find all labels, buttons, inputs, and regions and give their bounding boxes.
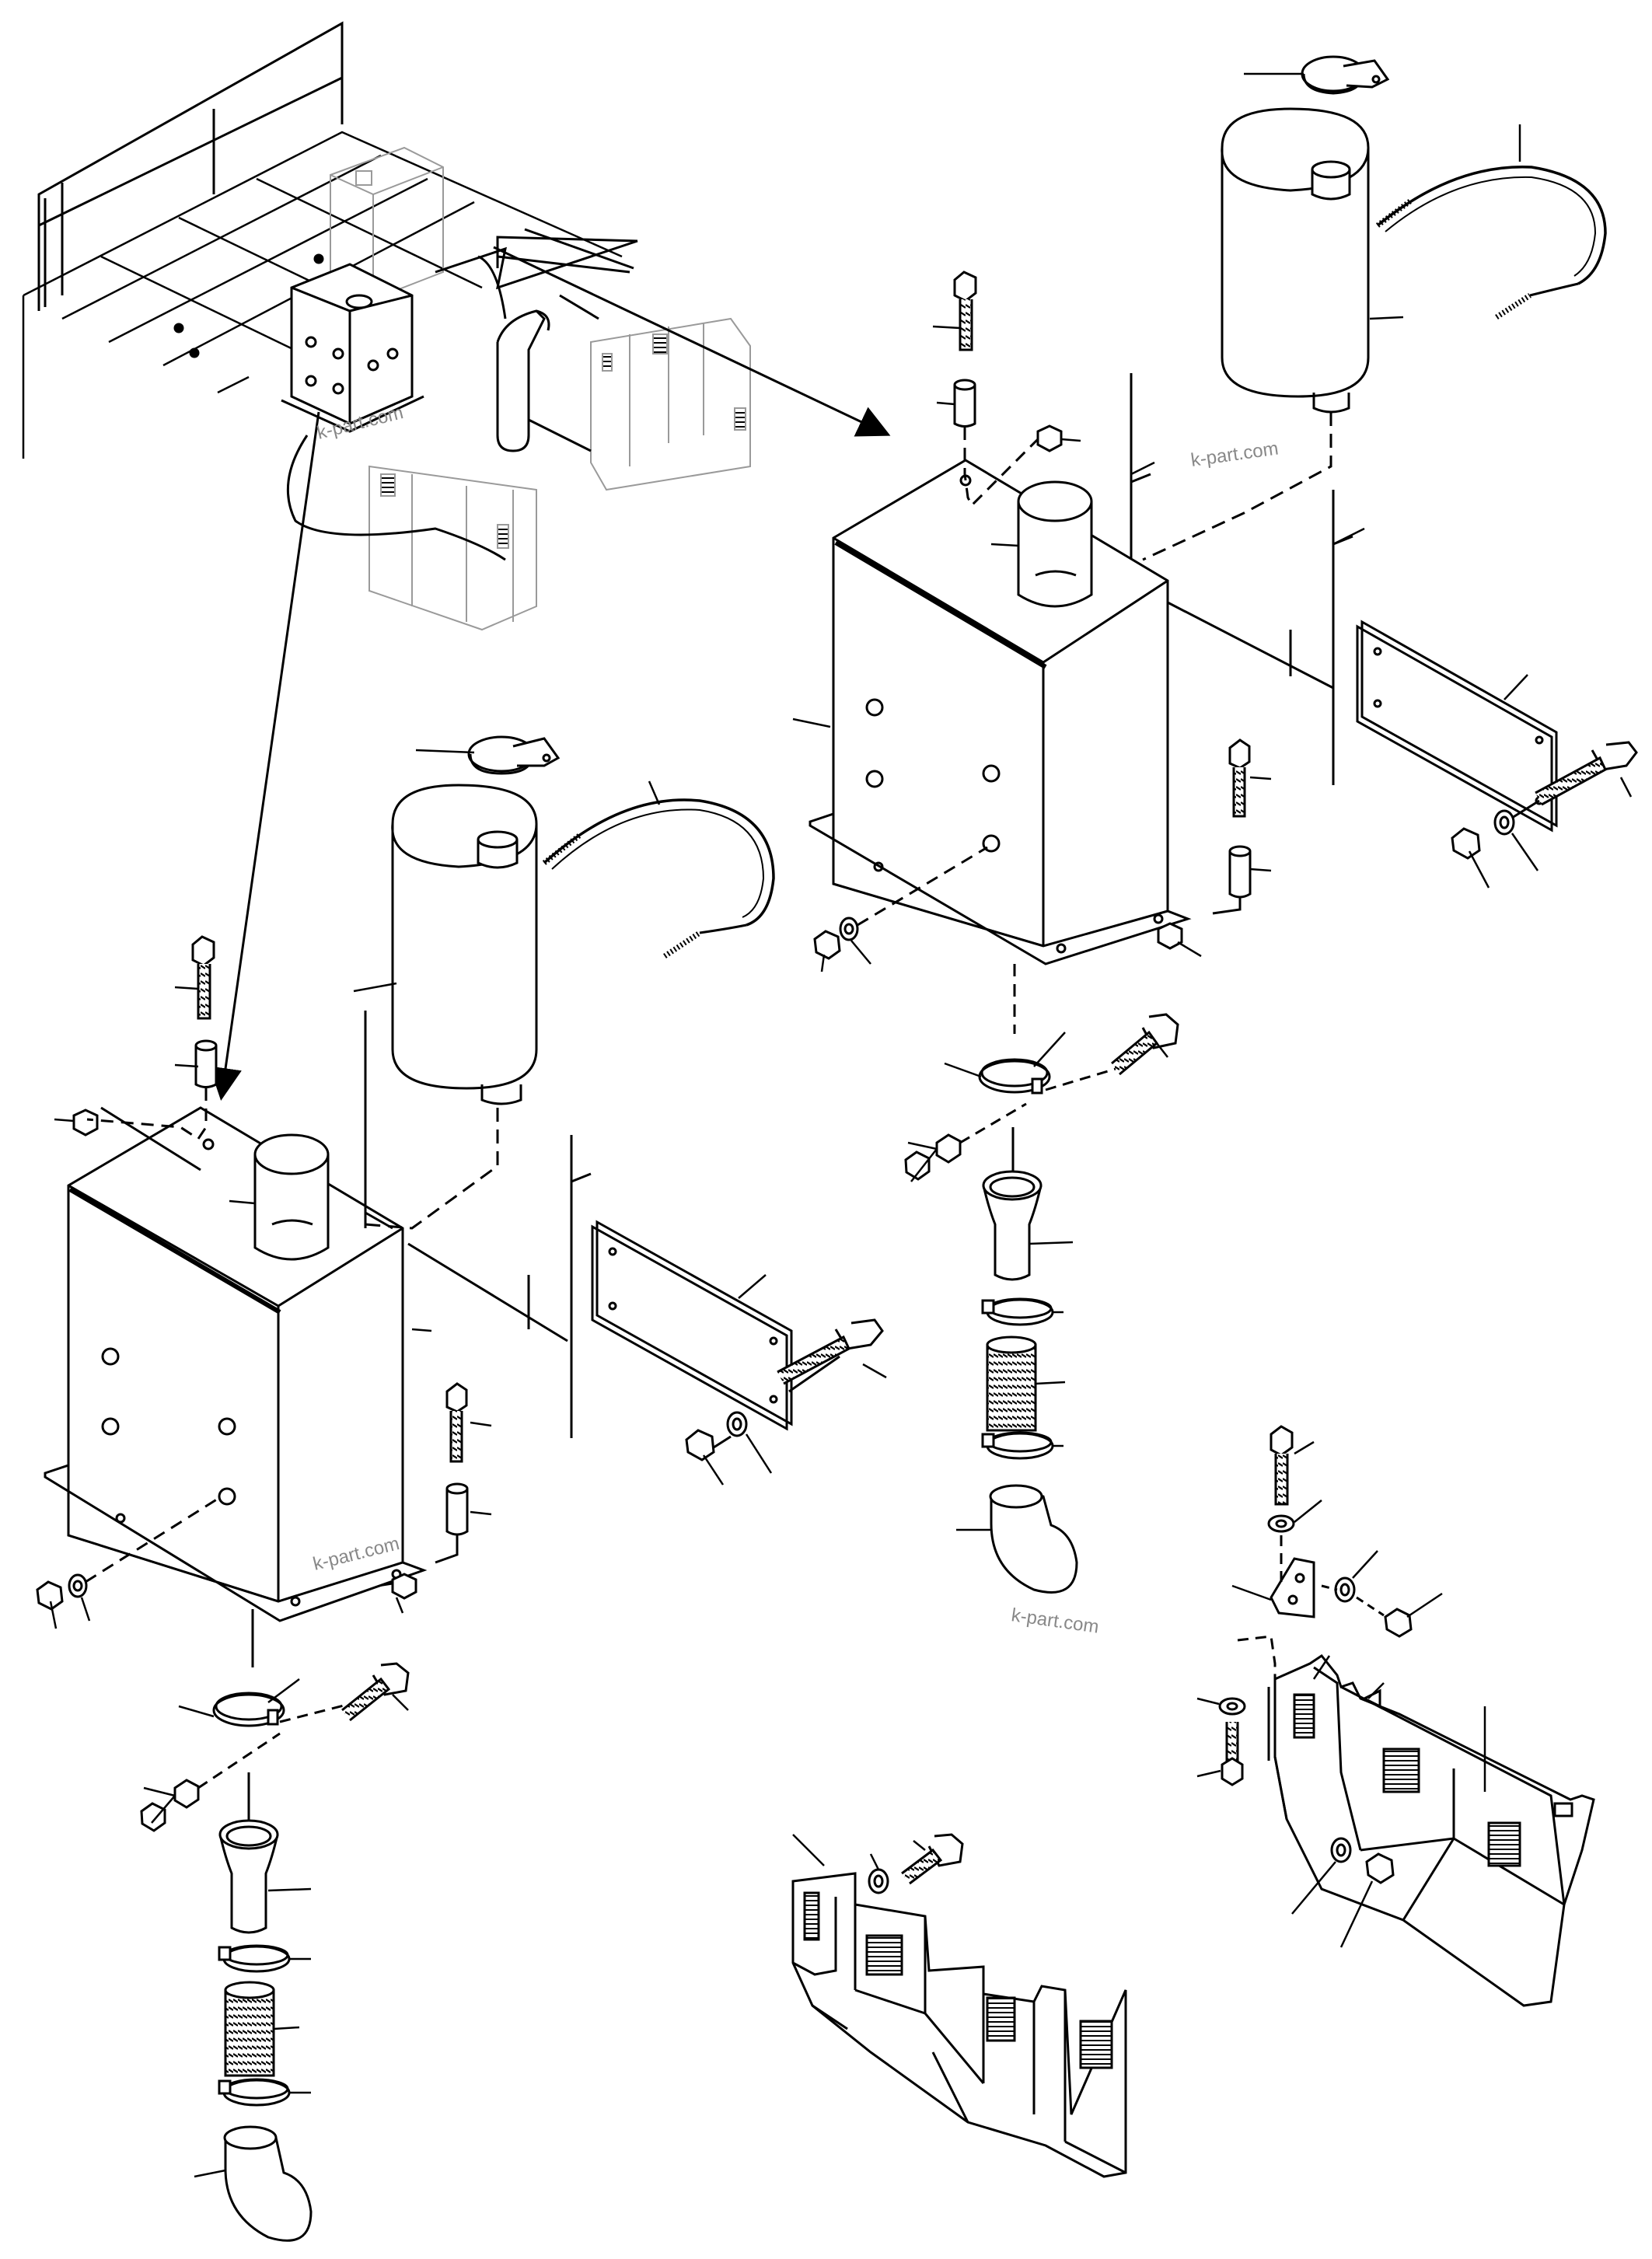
left-side-nut [685, 1429, 715, 1461]
right-partition-assembly [1218, 1425, 1595, 2007]
right-band-clamp [978, 1058, 1051, 1095]
watermark-center: k-part.com [1010, 1604, 1100, 1638]
left-flex-hose [224, 1981, 275, 2077]
right-elbow-pipe [989, 1484, 1078, 1594]
left-reducer-pipe [218, 1819, 279, 1934]
left-cap [467, 735, 561, 775]
left-bottom-nut [36, 1580, 64, 1611]
left-bottom-washer [68, 1573, 88, 1598]
right-assembly [809, 55, 1638, 1594]
right-top-nut [1036, 424, 1063, 452]
center-washer [868, 1868, 889, 1894]
right-cap [1301, 55, 1390, 95]
partition-front-nut [1365, 1852, 1395, 1884]
left-top-nut [72, 1109, 99, 1136]
left-top-spacer [194, 1039, 218, 1088]
right-right-spacer [1228, 845, 1252, 899]
left-side-cover [591, 1220, 793, 1431]
partition-lower-washer [1218, 1697, 1246, 1716]
right-bottom-nut-right [1157, 922, 1183, 950]
right-clamp-bolt [1111, 1013, 1179, 1076]
ghost-partition-upper [590, 317, 751, 491]
partition-side-washer [1334, 1576, 1356, 1603]
left-bottom-nut-right [391, 1573, 417, 1600]
left-band-clamp [212, 1692, 285, 1727]
pointer-arrow-upper [493, 246, 891, 437]
right-hose-clamp-upper [981, 1297, 1054, 1326]
left-hose-clamp-lower [218, 2078, 291, 2107]
left-assembly [36, 735, 884, 2242]
right-side-nut [1451, 827, 1481, 860]
partition-top-washer [1267, 1514, 1295, 1533]
right-bottom-washer [839, 917, 859, 941]
right-hose-clamp-lower [981, 1431, 1054, 1460]
partition-bracket [1270, 1557, 1315, 1618]
right-right-bolt [1228, 738, 1251, 818]
partition-top-bolt [1270, 1425, 1294, 1506]
handrail [37, 21, 344, 311]
right-flex-hose [986, 1335, 1037, 1432]
right-top-spacer [953, 379, 976, 428]
center-partition-assembly [791, 1833, 1127, 2178]
right-side-washer [1493, 809, 1515, 836]
left-side-bolt [777, 1318, 884, 1385]
partition-front-washer [1330, 1837, 1352, 1863]
right-bottom-nut [813, 930, 841, 960]
pointer-arrow-lower [209, 411, 320, 1101]
left-clamp-nuts [140, 1779, 200, 1832]
right-u-bolt [1375, 165, 1607, 319]
partition-side-nut [1384, 1608, 1413, 1638]
right-outlet-pipe [1017, 480, 1093, 608]
overview-muffler-pipe [496, 309, 550, 452]
left-muffler [391, 784, 538, 1105]
right-side-cover [1356, 620, 1558, 833]
callout-leaders [49, 72, 1633, 2178]
center-partition-plate [791, 1872, 1127, 2178]
left-outlet-pipe [253, 1133, 330, 1261]
ghost-partition-lower [368, 465, 537, 631]
left-top-bolt [191, 935, 215, 1020]
left-right-bolt [445, 1382, 468, 1463]
right-clamp-nuts [904, 1133, 962, 1181]
right-muffler [1221, 107, 1370, 414]
center-bolt [901, 1833, 964, 1885]
machine-overview [22, 21, 751, 631]
partition-lower-bolt [1221, 1722, 1244, 1786]
overview-tank [281, 263, 424, 433]
left-u-bolt [542, 798, 775, 958]
right-top-bolt [953, 271, 977, 351]
left-side-washer [726, 1411, 748, 1437]
watermark-top-right: k-part.com [1189, 438, 1280, 471]
left-elbow-pipe [223, 2125, 313, 2242]
left-hose-clamp-upper [218, 1944, 291, 1973]
left-right-spacer [445, 1482, 469, 1536]
right-side-bolt [1535, 741, 1638, 806]
right-partition-plate [1267, 1653, 1595, 2007]
right-reducer-pipe [982, 1170, 1043, 1281]
left-clamp-bolt [341, 1662, 410, 1722]
